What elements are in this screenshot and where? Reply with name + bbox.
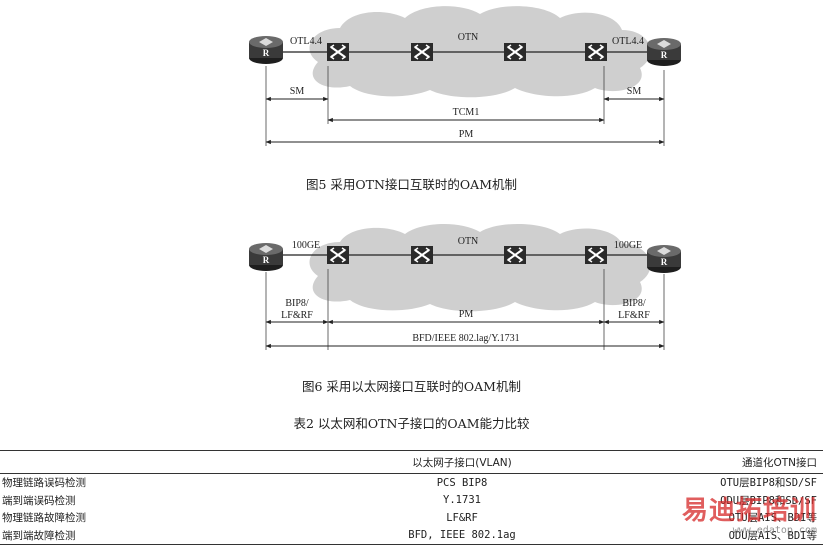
segment-label-full: BFD/IEEE 802.lag/Y.1731	[412, 333, 519, 344]
table-cell: ODU层BIP8和SD/SF	[720, 494, 817, 507]
table-cell: 物理链路误码检测	[2, 477, 86, 490]
oxc-switch-4	[584, 245, 608, 265]
oxc-switch-1	[326, 42, 350, 62]
oxc-switch-2	[410, 245, 434, 265]
table-row: 端到端误码检测 Y.1731 ODU层BIP8和SD/SF	[0, 492, 823, 510]
table-cell: BFD, IEEE 802.1ag	[262, 526, 662, 545]
figure-6-caption: 图6 采用以太网接口互联时的OAM机制	[301, 379, 521, 394]
router-right-label: R	[661, 257, 668, 267]
table-row: 物理链路故障检测 LF&RF OTU层AIS、BDI等	[0, 509, 823, 527]
figure-5-diagram: OTN R R OTL4.4 OTL4.4 SM SM TCM1 PM	[249, 6, 681, 146]
table-cell: 端到端故障检测	[0, 526, 262, 545]
segment-label-sm-right: SM	[627, 86, 642, 97]
drop-lines	[265, 66, 665, 146]
table-caption: 表2 以太网和OTN子接口的OAM能力比较	[293, 416, 530, 431]
table-cell: OTU层AIS、BDI等	[728, 512, 817, 525]
segment-label-pm: PM	[459, 309, 474, 320]
table-cell: 物理链路故障检测	[2, 512, 86, 525]
segment-label-right-1: BIP8/	[622, 298, 646, 309]
right-link-label: OTL4.4	[612, 36, 644, 47]
oxc-switch-3	[503, 245, 527, 265]
router-right: R	[647, 245, 681, 273]
segment-label-tcm1: TCM1	[453, 107, 480, 118]
segment-label-pm: PM	[459, 129, 474, 140]
table-header-cell	[0, 450, 262, 474]
watermark-main-text: 易迪拓培训	[681, 496, 817, 526]
router-left-label: R	[263, 48, 270, 58]
oxc-switch-2	[410, 42, 434, 62]
table-cell: OTU层BIP8和SD/SF	[720, 477, 817, 490]
otn-cloud	[309, 223, 651, 312]
table-header-cell: 以太网子接口(VLAN)	[262, 450, 662, 474]
cloud-label: OTN	[458, 236, 479, 247]
left-link-label: 100GE	[292, 240, 320, 251]
figure-6-diagram: OTN R R 100GE 100GE BIP8/ LF&RF BIP8/ LF…	[249, 223, 681, 350]
watermark-url: www.edatop.com	[732, 525, 817, 536]
oam-comparison-table: 以太网子接口(VLAN) 通道化OTN接口 物理链路误码检测 PCS BIP8 …	[0, 450, 823, 545]
table-row: 物理链路误码检测 PCS BIP8 OTU层BIP8和SD/SF	[0, 474, 823, 492]
watermark: 易迪拓培训 www.edatop.com	[682, 498, 817, 536]
router-left: R	[249, 243, 283, 271]
segment-label-left-1: BIP8/	[285, 298, 309, 309]
table-cell: Y.1731	[443, 494, 481, 507]
router-left: R	[249, 36, 283, 64]
table-cell: LF&RF	[446, 511, 478, 524]
table-row: 端到端故障检测 BFD, IEEE 802.1ag ODU层AIS、BDI等	[0, 526, 823, 545]
table-cell: 端到端误码检测	[2, 494, 76, 507]
segment-label-sm-left: SM	[290, 86, 305, 97]
table-cell: ODU层AIS、BDI等	[662, 526, 823, 545]
router-right: R	[647, 38, 681, 66]
drop-lines	[265, 269, 665, 350]
cloud-label: OTN	[458, 32, 479, 43]
oxc-switch-3	[503, 42, 527, 62]
table-cell: PCS BIP8	[436, 476, 488, 489]
segment-label-left-2: LF&RF	[281, 310, 313, 321]
router-left-label: R	[263, 255, 270, 265]
router-right-label: R	[661, 50, 668, 60]
table-header-row: 以太网子接口(VLAN) 通道化OTN接口	[0, 450, 823, 474]
right-link-label: 100GE	[614, 240, 642, 251]
oxc-switch-1	[326, 245, 350, 265]
table-header-cell: 通道化OTN接口	[662, 450, 823, 474]
segment-label-right-2: LF&RF	[618, 310, 650, 321]
left-link-label: OTL4.4	[290, 36, 322, 47]
figure-5-caption: 图5 采用OTN接口互联时的OAM机制	[305, 177, 518, 192]
oxc-switch-4	[584, 42, 608, 62]
